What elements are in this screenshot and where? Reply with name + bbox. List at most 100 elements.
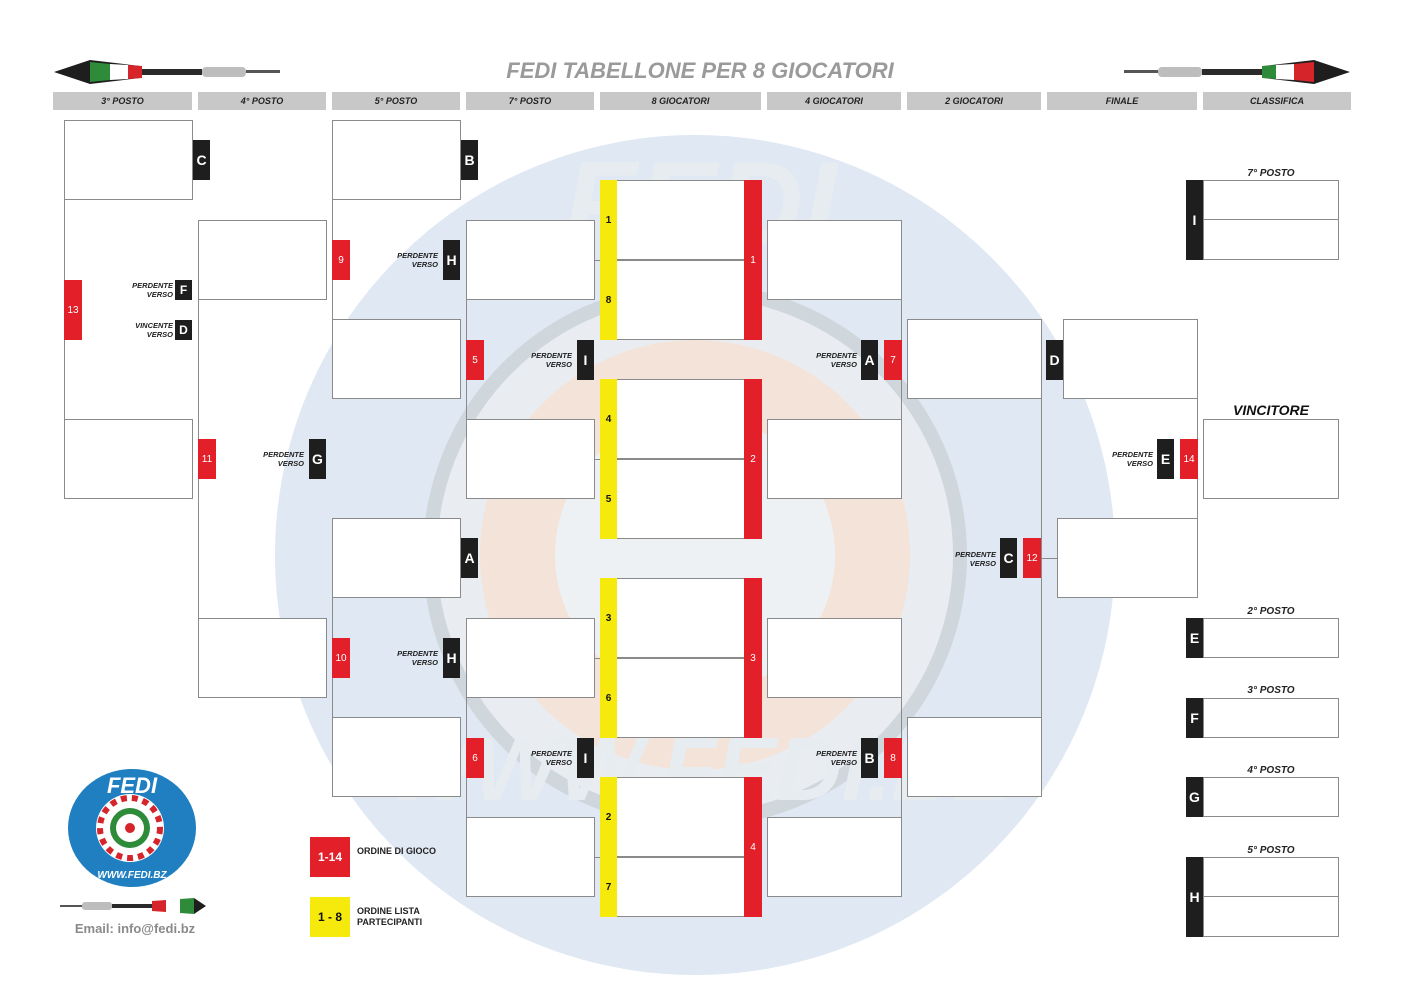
player-slot-seed-3[interactable] — [600, 578, 761, 658]
header-8-players: 8 GIOCATORI — [600, 92, 761, 110]
standing-slot-3rd[interactable] — [1203, 698, 1339, 738]
player-slot-7th-a[interactable] — [466, 220, 595, 300]
contact-email: Email: info@fedi.bz — [74, 921, 196, 936]
letter-badge-g: G — [1186, 777, 1203, 817]
header-final: FINALE — [1047, 92, 1197, 110]
standing-label-3rd: 3° POSTO — [1247, 685, 1295, 696]
player-slot-seed-2[interactable] — [600, 777, 761, 857]
standing-slot-7th-b[interactable] — [1203, 219, 1339, 260]
seed-badge-6: 6 — [600, 658, 617, 738]
standing-slot-5th-b[interactable] — [1203, 896, 1339, 937]
game-number-8: 8 — [884, 738, 902, 778]
player-slot-7th-b[interactable] — [466, 419, 595, 499]
player-slot-seed-6[interactable] — [600, 658, 761, 738]
player-slot-final-b[interactable] — [1057, 518, 1198, 598]
letter-badge-i: I — [577, 340, 594, 380]
fedi-logo: FEDI WWW.FEDI.BZ — [68, 769, 196, 887]
standing-label-2nd: 2° POSTO — [1247, 606, 1295, 617]
letter-badge-h: H — [443, 638, 460, 678]
letter-badge-f: F — [1186, 698, 1203, 738]
legend-yellow-text: ORDINE LISTA PARTECIPANTI — [357, 906, 423, 927]
dart-icon-left — [54, 60, 280, 84]
logo-text-top: FEDI — [107, 773, 158, 798]
player-slot-5th-b[interactable] — [332, 319, 461, 399]
letter-badge-d: D — [175, 320, 192, 340]
page-title: FEDI TABELLONE PER 8 GIOCATORI — [506, 58, 894, 83]
logo-text-bottom: WWW.FEDI.BZ — [97, 870, 167, 881]
header-4th-place: 4° POSTO — [198, 92, 326, 110]
game-number-9: 9 — [332, 240, 350, 280]
player-slot-7th-c[interactable] — [466, 618, 595, 698]
game-number-5: 5 — [466, 340, 484, 380]
player-slot-5th-a[interactable] — [332, 120, 461, 200]
game-number-11: 11 — [198, 439, 216, 479]
player-slot-4p-a[interactable] — [767, 220, 902, 300]
player-slot-4p-d[interactable] — [767, 817, 902, 897]
seed-badge-3: 3 — [600, 578, 617, 658]
game-number-7: 7 — [884, 340, 902, 380]
game-number-12: 12 — [1023, 538, 1041, 578]
legend-yellow-swatch: 1 - 8 — [310, 897, 350, 937]
player-slot-seed-7[interactable] — [600, 857, 761, 917]
letter-badge-h: H — [443, 240, 460, 280]
player-slot-4th-a[interactable] — [198, 220, 327, 300]
player-slot-seed-8[interactable] — [600, 260, 761, 340]
game-number-13: 13 — [64, 280, 82, 340]
letter-badge-a: A — [861, 340, 878, 380]
letter-badge-c: C — [193, 140, 210, 180]
game-number-6: 6 — [466, 738, 484, 778]
player-slot-5th-d[interactable] — [332, 717, 461, 797]
seed-badge-4: 4 — [600, 379, 617, 459]
player-slot-2p-b[interactable] — [907, 717, 1042, 797]
standing-label-5th: 5° POSTO — [1247, 845, 1295, 856]
header-2-players: 2 GIOCATORI — [907, 92, 1041, 110]
standing-slot-7th-a[interactable] — [1203, 180, 1339, 220]
seed-badge-8: 8 — [600, 260, 617, 340]
standing-label-4th: 4° POSTO — [1247, 765, 1295, 776]
bracket-line — [595, 260, 600, 261]
player-slot-seed-4[interactable] — [600, 379, 761, 459]
standing-slot-4th[interactable] — [1203, 777, 1339, 817]
bracket-line — [595, 459, 600, 460]
seed-badge-1: 1 — [600, 180, 617, 260]
header-standings: CLASSIFICA — [1203, 92, 1351, 110]
player-slot-5th-c[interactable] — [332, 518, 461, 598]
seed-badge-5: 5 — [600, 459, 617, 539]
standing-slot-winner[interactable] — [1203, 419, 1339, 499]
player-slot-seed-1[interactable] — [600, 180, 761, 260]
player-slot-7th-d[interactable] — [466, 817, 595, 897]
letter-badge-i: I — [577, 738, 594, 778]
dart-icon-bottom — [60, 898, 206, 914]
standing-label-winner: VINCITORE — [1233, 402, 1309, 418]
letter-badge-h: H — [1186, 857, 1203, 937]
player-slot-seed-5[interactable] — [600, 459, 761, 539]
standing-slot-5th-a[interactable] — [1203, 857, 1339, 897]
header-3rd-place: 3° POSTO — [53, 92, 192, 110]
header-7th-place: 7° POSTO — [466, 92, 594, 110]
bracket-line — [1041, 558, 1058, 559]
letter-badge-c: C — [1000, 538, 1017, 578]
player-slot-4th-b[interactable] — [198, 618, 327, 698]
header-5th-place: 5° POSTO — [332, 92, 460, 110]
letter-badge-e: E — [1186, 618, 1203, 658]
standing-slot-2nd[interactable] — [1203, 618, 1339, 658]
game-number-2: 2 — [744, 379, 762, 539]
player-slot-4p-c[interactable] — [767, 618, 902, 698]
standing-label-7th: 7° POSTO — [1247, 168, 1295, 179]
legend-red-text: ORDINE DI GIOCO — [357, 846, 437, 856]
game-number-14: 14 — [1180, 439, 1198, 479]
player-slot-2p-a[interactable] — [907, 319, 1042, 399]
game-number-4: 4 — [744, 777, 762, 917]
player-slot-3rd-b[interactable] — [64, 419, 193, 499]
player-slot-final-a[interactable] — [1063, 319, 1198, 399]
player-slot-3rd-a[interactable] — [64, 120, 193, 200]
dart-icon-right — [1124, 60, 1350, 84]
player-slot-4p-b[interactable] — [767, 419, 902, 499]
letter-badge-e: E — [1157, 439, 1174, 479]
seed-badge-2: 2 — [600, 777, 617, 857]
